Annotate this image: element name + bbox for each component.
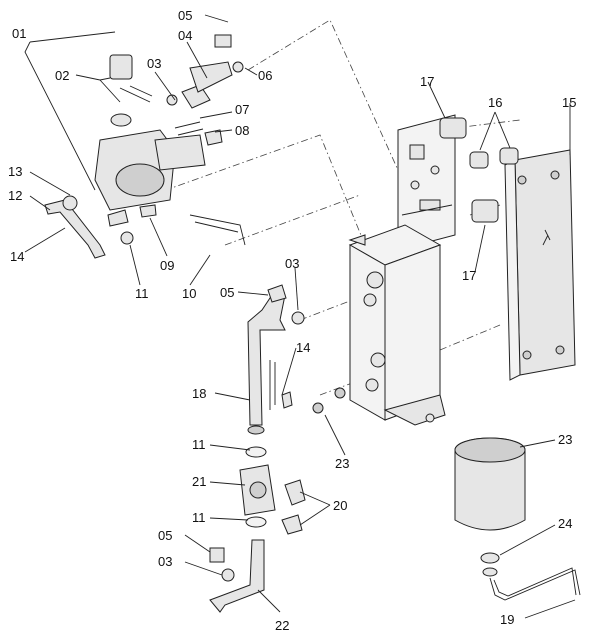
callout-14: 14: [296, 340, 310, 355]
mounting-bracket: [397, 114, 456, 251]
callout-05: 05: [158, 528, 172, 543]
callout-08: 08: [235, 123, 249, 138]
left-pipe-group: [44, 195, 246, 259]
callout-24: 24: [558, 516, 572, 531]
callout-23: 23: [335, 456, 349, 471]
callout-19: 19: [500, 612, 514, 627]
leader-lines: [24, 14, 576, 619]
callout-02: 02: [55, 68, 69, 83]
callout-07: 07: [235, 102, 249, 117]
callout-04: 04: [178, 28, 192, 43]
callout-03: 03: [158, 554, 172, 569]
manifold-housing: [348, 224, 446, 426]
callout-21: 21: [192, 474, 206, 489]
callout-11: 11: [192, 437, 206, 452]
callout-03: 03: [147, 56, 161, 71]
callout-17: 17: [462, 268, 476, 283]
callout-17: 17: [420, 74, 434, 89]
callout-22: 22: [275, 618, 289, 633]
valve-21-group: [239, 446, 306, 535]
callout-18: 18: [192, 386, 206, 401]
callout-labels: 05 04 06 01 02 03 07 08 13 12 14 09 11 1…: [8, 8, 576, 633]
callout-11: 11: [135, 286, 149, 301]
pump-assembly: [94, 34, 244, 211]
callout-11: 11: [192, 510, 206, 525]
callout-14: 14: [10, 249, 24, 264]
callout-16: 16: [488, 95, 502, 110]
callout-05: 05: [220, 285, 234, 300]
callout-03: 03: [285, 256, 299, 271]
connectors-16-17: [439, 117, 519, 223]
callout-06: 06: [258, 68, 272, 83]
plate-heat-exchanger: [504, 149, 576, 381]
callout-23: 23: [558, 432, 572, 447]
alignment-lines: [109, 19, 521, 396]
callout-09: 09: [160, 258, 174, 273]
callout-05: 05: [178, 8, 192, 23]
callout-20: 20: [333, 498, 347, 513]
pipe-22-group: [209, 539, 265, 613]
callout-12: 12: [8, 188, 22, 203]
callout-13: 13: [8, 164, 22, 179]
callout-01: 01: [12, 26, 26, 41]
expansion-vessel-group: [454, 437, 581, 601]
pipe-18-group: [247, 284, 346, 435]
callout-15: 15: [562, 95, 576, 110]
callout-10: 10: [182, 286, 196, 301]
